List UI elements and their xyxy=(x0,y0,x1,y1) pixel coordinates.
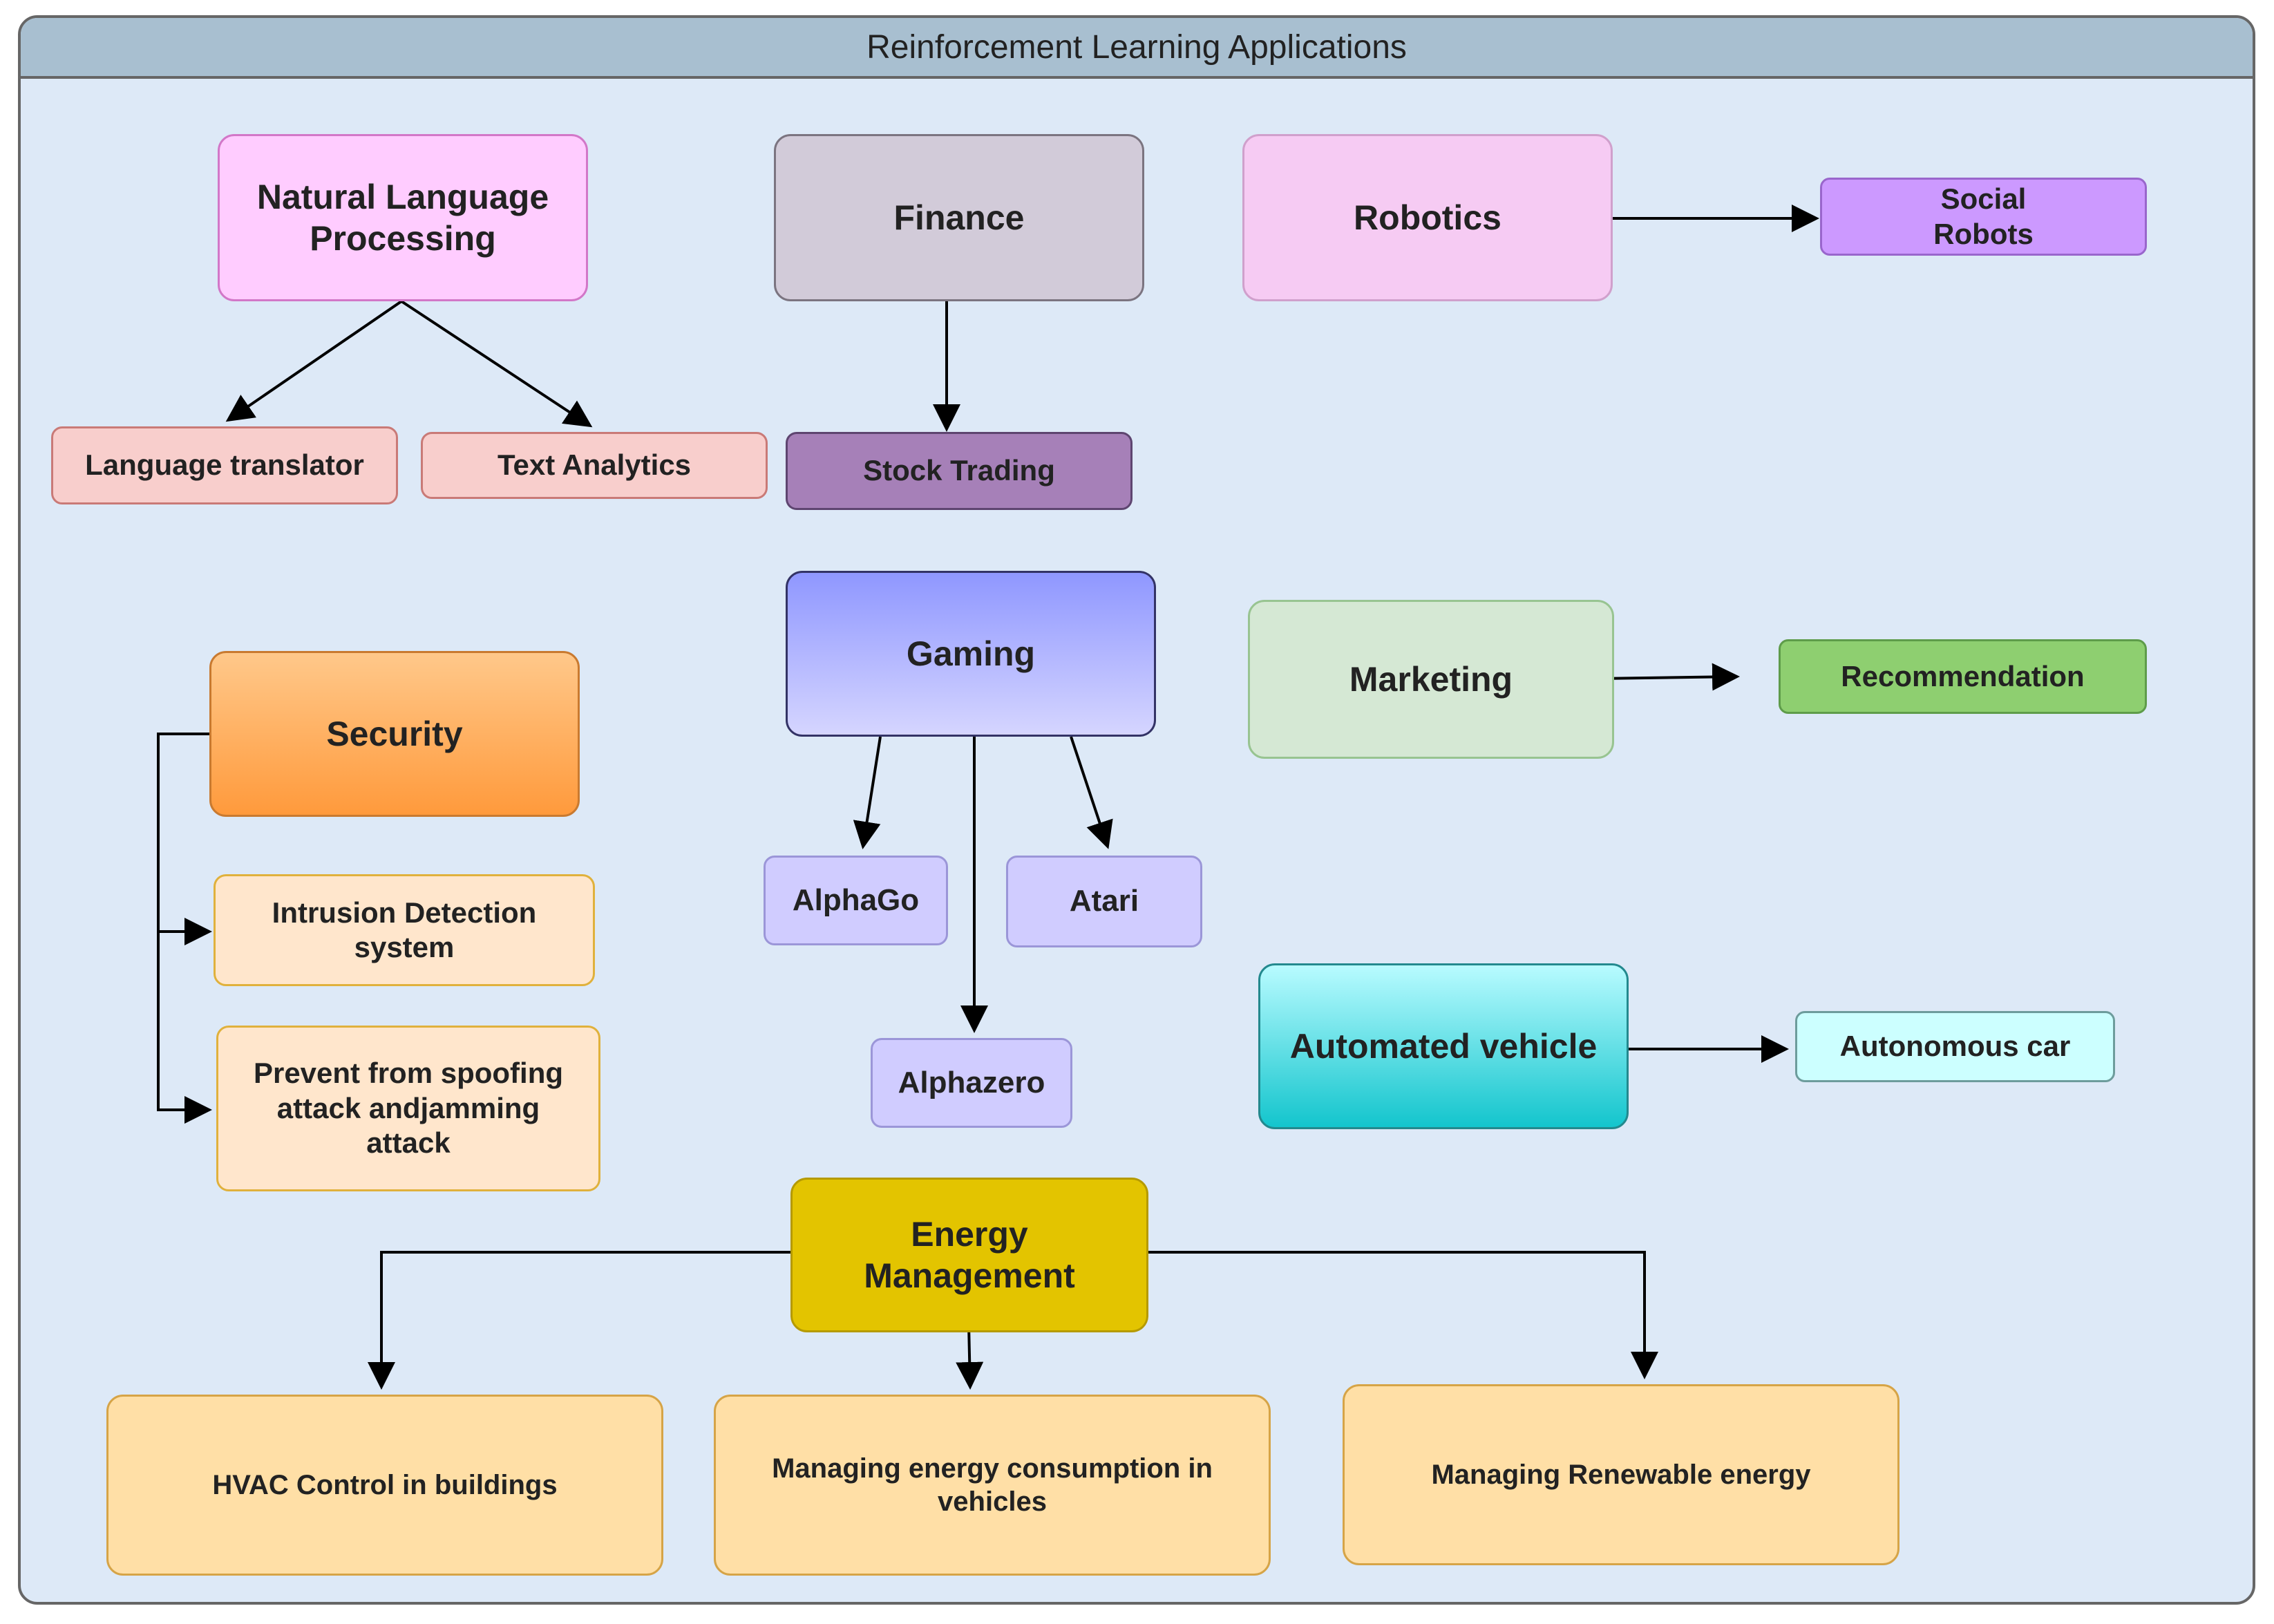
node-marketing: Marketing xyxy=(1248,600,1614,759)
arrow-marketing-to-recommendation xyxy=(1598,663,1740,691)
node-nlp: Natural Language Processing xyxy=(218,134,588,301)
node-managing-vehicles: Managing energy consumption in vehicles xyxy=(714,1395,1271,1576)
node-automated-vehicle: Automated vehicle xyxy=(1258,963,1629,1129)
arrow-energy-to-hvac xyxy=(368,1251,790,1390)
node-social-robots: Social Robots xyxy=(1820,178,2147,256)
arrow-energy-to-renewable xyxy=(1145,1251,1658,1379)
node-atari: Atari xyxy=(1006,856,1202,947)
node-alphago: AlphaGo xyxy=(764,856,948,945)
diagram-title: Reinforcement Learning Applications xyxy=(21,18,2253,79)
arrow-nlp-to-language-translator xyxy=(225,300,403,422)
node-hvac-control: HVAC Control in buildings xyxy=(106,1395,663,1576)
node-autonomous-car: Autonomous car xyxy=(1795,1011,2115,1082)
node-recommendation: Recommendation xyxy=(1779,639,2147,714)
node-intrusion-detection: Intrusion Detection system xyxy=(214,874,595,986)
node-managing-renewable: Managing Renewable energy xyxy=(1343,1384,1899,1565)
node-alphazero: Alphazero xyxy=(871,1038,1072,1128)
node-finance: Finance xyxy=(774,134,1144,301)
node-energy-management: Energy Management xyxy=(790,1178,1148,1332)
diagram-frame: Reinforcement Learning Applications xyxy=(18,15,2255,1605)
node-robotics: Robotics xyxy=(1242,134,1613,301)
arrow-gaming-to-atari xyxy=(1070,736,1113,849)
node-stock-trading: Stock Trading xyxy=(786,432,1133,510)
node-gaming: Gaming xyxy=(786,571,1156,737)
arrow-energy-to-vehicles xyxy=(956,1323,984,1390)
node-security: Security xyxy=(209,651,580,817)
connector-layer xyxy=(157,205,1819,1390)
arrow-nlp-to-text-analytics xyxy=(400,300,593,428)
node-text-analytics: Text Analytics xyxy=(421,432,768,499)
node-language-translator: Language translator xyxy=(51,426,398,504)
arrow-gaming-to-alphago xyxy=(853,736,882,849)
connector-security-bracket xyxy=(157,733,212,1124)
node-prevent-spoofing: Prevent from spoofing attack andjamming … xyxy=(216,1026,600,1191)
